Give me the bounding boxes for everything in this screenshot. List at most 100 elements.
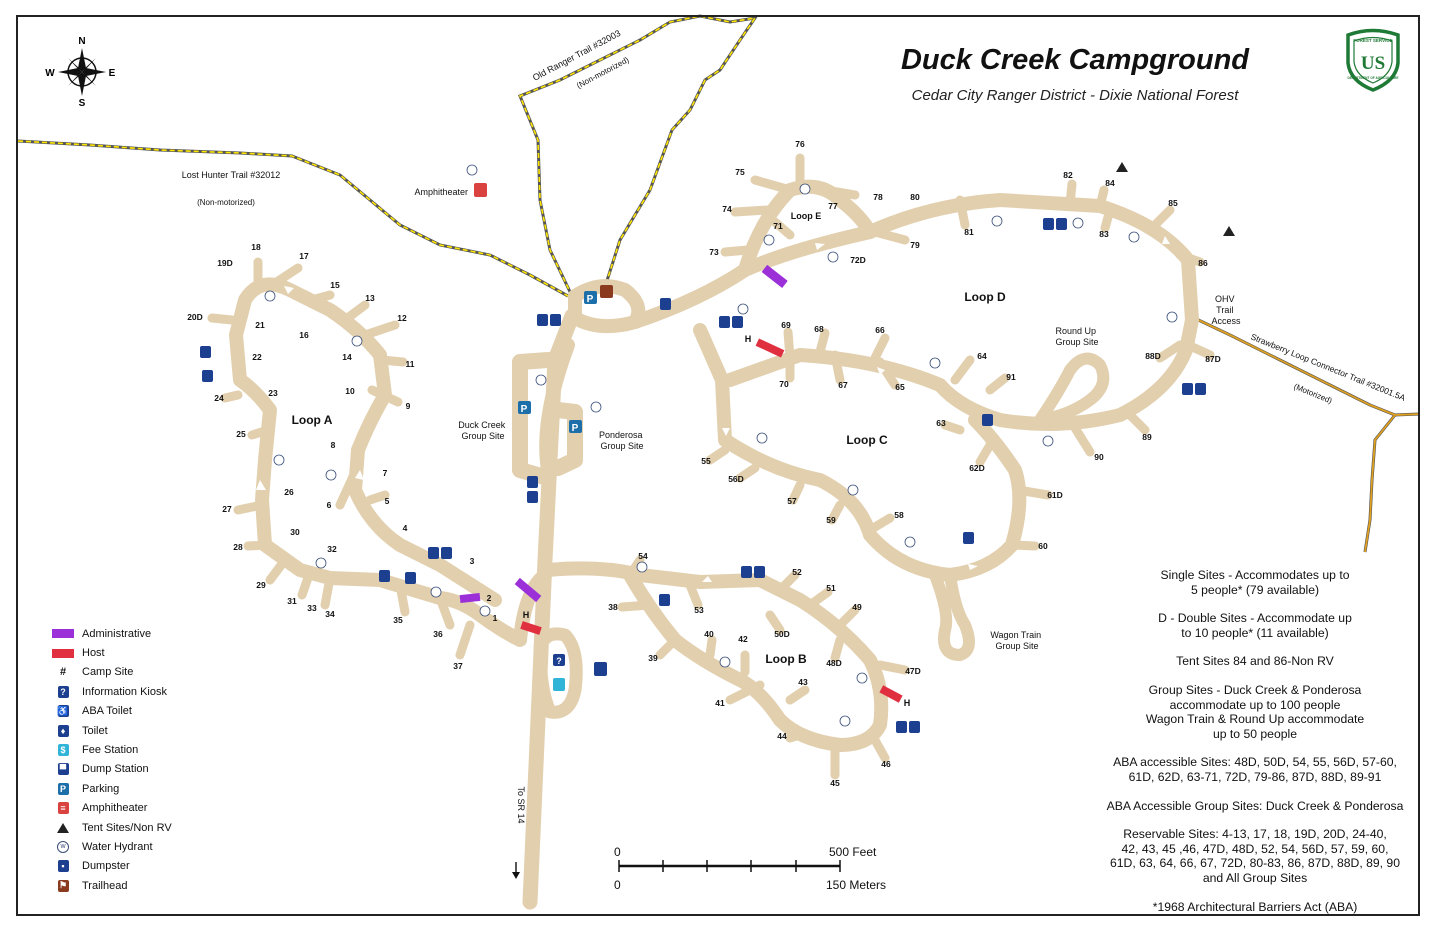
campsite-label: 23 xyxy=(268,388,278,398)
campsite-label: 17 xyxy=(299,251,309,261)
round-up-group-line-1: Round Up xyxy=(1055,326,1096,336)
round-up-loop xyxy=(1034,352,1110,426)
water-hydrant-icon xyxy=(315,557,327,569)
dumpster-icon: ▪ xyxy=(52,859,74,873)
parking-icon-letter: P xyxy=(572,423,579,434)
site-spur xyxy=(320,573,335,610)
information-kiosk-icon xyxy=(553,654,565,666)
campsite-label: 63 xyxy=(936,418,946,428)
water-hydrant-icon xyxy=(719,656,731,668)
campsite-label: 72D xyxy=(850,255,866,265)
amphitheater-label: Amphitheater xyxy=(414,187,468,197)
campsite-label: 82 xyxy=(1063,170,1073,180)
site-spur xyxy=(875,357,900,390)
site-spur xyxy=(1175,250,1205,267)
campsite-label: 81 xyxy=(964,227,974,237)
trails xyxy=(17,14,1421,553)
campsite-label: 47D xyxy=(905,666,921,676)
water-hydrant-icon xyxy=(351,335,363,347)
lost-hunter-trail-fill xyxy=(17,140,569,297)
site-spur xyxy=(975,440,995,467)
shield-inner xyxy=(1353,36,1393,84)
administrative-marker xyxy=(459,592,481,604)
ponderosa-group-label: Ponderosa Group Site xyxy=(599,430,645,451)
site-spur xyxy=(207,313,237,325)
water-hydrant-icon xyxy=(466,164,478,176)
site-spur xyxy=(360,320,400,340)
campsite-label: 70 xyxy=(779,379,789,389)
logo-top-text: FOREST SERVICE xyxy=(1353,38,1392,43)
direction-arrow xyxy=(1162,236,1170,244)
ohv-access-label: OHV Trail Access xyxy=(1211,294,1241,326)
parking-icon xyxy=(518,401,531,414)
host-h-label: H xyxy=(904,698,911,708)
site-spur xyxy=(1100,205,1115,233)
campsite-label: 61D xyxy=(1047,490,1063,500)
legend-item: ▪ Dumpster xyxy=(52,857,272,876)
campsite-label: 74 xyxy=(722,204,732,214)
page-title: Duck Creek Campground xyxy=(900,44,1250,76)
ohv-line-2: Trail xyxy=(1216,305,1233,315)
campsite-label: 46 xyxy=(881,759,891,769)
aba-toilet-icon xyxy=(1043,218,1054,230)
duck-creek-group-line-2: Group Site xyxy=(461,431,504,441)
legend-label: Dumpster xyxy=(82,860,130,873)
compass-w: W xyxy=(45,68,55,79)
scale-top-right: 500 Feet xyxy=(829,845,877,859)
duck-creek-group-line-1: Duck Creek xyxy=(458,420,506,430)
campsite-label: 13 xyxy=(365,293,375,303)
site-spur xyxy=(705,445,730,465)
site-spur xyxy=(367,385,403,407)
direction-arrow xyxy=(702,576,712,582)
site-spur xyxy=(297,567,315,600)
scale-bottom-right: 150 Meters xyxy=(826,878,887,892)
campsite-label: 88D xyxy=(1145,351,1161,361)
loop-a-label: Loop A xyxy=(292,413,333,427)
lost-hunter-trail-note: (Non-motorized) xyxy=(197,198,255,207)
amphitheater-icon: ≡ xyxy=(52,801,74,815)
site-spur xyxy=(377,355,408,367)
kiosk-icon-letter: ? xyxy=(556,656,562,666)
campsite-label: 45 xyxy=(830,778,840,788)
dumpster-icon xyxy=(405,572,416,584)
site-spur xyxy=(1070,423,1095,457)
campsite-label: 55 xyxy=(701,456,711,466)
campsite-label: 85 xyxy=(1168,198,1178,208)
site-spur xyxy=(435,593,455,630)
campsite-label: 27 xyxy=(222,504,232,514)
site-spur xyxy=(827,500,845,525)
site-spur xyxy=(870,227,910,245)
site-spur xyxy=(955,195,970,230)
arrow-head xyxy=(512,872,520,879)
site-spur xyxy=(340,300,370,325)
campsite-label: 4 xyxy=(403,523,408,533)
campsite-label: 71 xyxy=(773,221,783,231)
site-spur xyxy=(785,730,805,743)
campsite-label: 26 xyxy=(284,487,294,497)
campsite-label: 52 xyxy=(792,567,802,577)
campsite-label: 11 xyxy=(406,359,415,369)
info-tent-sites: Tent Sites 84 and 86-Non RV xyxy=(1176,654,1334,669)
scale-bottom-left: 0 xyxy=(614,878,621,892)
campsite-label: 78 xyxy=(873,192,883,202)
tent-site-icon xyxy=(1116,162,1128,172)
site-spur xyxy=(267,263,303,290)
water-hydrant-icon xyxy=(839,715,851,727)
site-spur xyxy=(735,463,760,483)
campsite-label: 16 xyxy=(299,330,309,340)
legend-label: Toilet xyxy=(82,724,108,737)
site-spur xyxy=(775,570,800,595)
water-hydrant-icon xyxy=(799,183,811,195)
direction-arrows xyxy=(256,236,1170,582)
campsite-label: 34 xyxy=(325,609,335,619)
site-spur xyxy=(1183,340,1215,360)
scale-bar xyxy=(618,860,841,872)
site-spur xyxy=(820,185,860,200)
campsite-label: 64 xyxy=(977,351,987,361)
toilet-icon xyxy=(379,570,390,582)
campsite-label: 86 xyxy=(1198,258,1208,268)
host-h-label: H xyxy=(523,610,530,620)
campsite-label: 48D xyxy=(826,658,842,668)
legend-item: $Fee Station xyxy=(52,740,272,759)
campsite-label: 21 xyxy=(255,320,265,330)
